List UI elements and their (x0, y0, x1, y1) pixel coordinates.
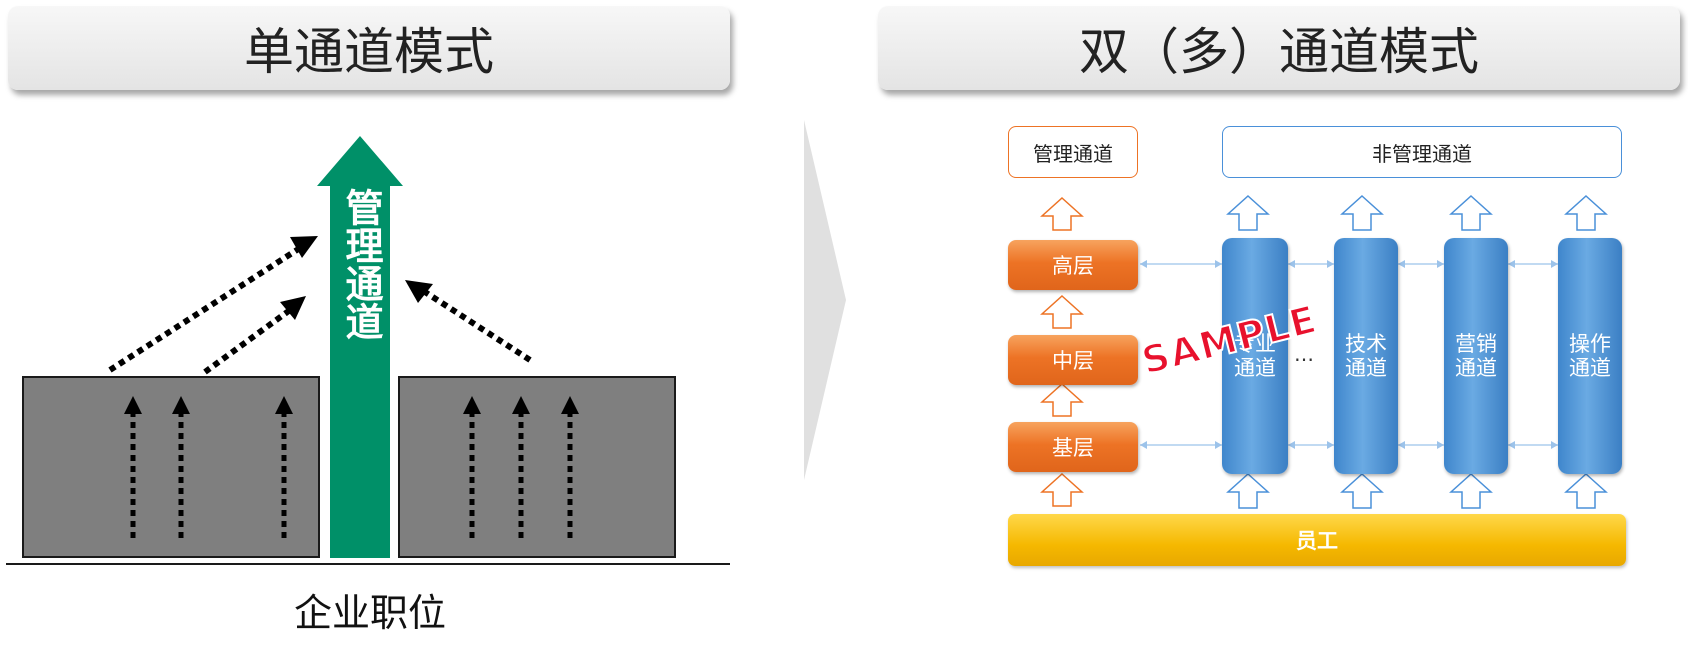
blue-up-arrow (1226, 194, 1270, 231)
blue-up-arrow (1564, 194, 1608, 231)
non-management-channel-text: 非管理通道 (1372, 141, 1472, 166)
channel-professional: 专业 通道 (1222, 238, 1288, 474)
orange-up-arrow (1040, 382, 1084, 417)
diagonal-arrowhead-2 (280, 296, 306, 320)
blue-up-arrow (1340, 194, 1384, 231)
diagonal-arrow-3 (423, 289, 532, 363)
level-base-label: 基层 (1052, 436, 1094, 460)
employee-label: 员工 (1296, 529, 1338, 553)
level-base: 基层 (1008, 422, 1138, 472)
channel-label-line1: 专业 (1234, 332, 1276, 356)
left-position-block (22, 376, 320, 558)
single-channel-title-text: 单通道模式 (244, 23, 494, 81)
vertical-arrowhead (172, 396, 190, 414)
channel-label-line2: 通道 (1569, 356, 1611, 380)
blue-up-arrow (1226, 472, 1270, 509)
blue-up-arrow (1564, 472, 1608, 509)
channel-label-line2: 通道 (1345, 356, 1387, 380)
channel-operation: 操作 通道 (1558, 238, 1622, 474)
vertical-arrowhead (512, 396, 530, 414)
channel-label-line1: 营销 (1455, 332, 1497, 356)
enterprise-position-label: 企业职位 (293, 591, 446, 635)
multi-channel-title-text: 双（多）通道模式 (1079, 23, 1479, 81)
diagonal-arrowhead-1 (290, 236, 318, 258)
employee-base-bar: 员工 (1008, 514, 1626, 566)
management-channel-label: 管理通道 (339, 188, 383, 340)
diagonal-arrow-1 (108, 245, 302, 373)
right-position-block (398, 376, 676, 558)
ellipsis: … (1294, 342, 1314, 366)
transition-chevron (804, 120, 846, 480)
vertical-arrowhead (561, 396, 579, 414)
baseline (6, 563, 730, 565)
diagonal-arrowhead-3 (405, 280, 433, 303)
vertical-arrowhead (275, 396, 293, 414)
management-channel-box: 管理通道 (1008, 126, 1138, 178)
channel-label-line2: 通道 (1455, 356, 1497, 380)
single-channel-diagram (108, 136, 579, 558)
management-channel-text: 管理通道 (1033, 141, 1113, 166)
channel-technical: 技术 通道 (1334, 238, 1398, 474)
vertical-arrowhead (124, 396, 142, 414)
blue-up-arrow (1449, 194, 1493, 231)
orange-up-arrow (1040, 472, 1084, 507)
blue-up-arrow (1340, 472, 1384, 509)
channel-label-line1: 技术 (1345, 332, 1387, 356)
level-senior: 高层 (1008, 240, 1138, 290)
channel-marketing: 营销 通道 (1444, 238, 1508, 474)
channel-label-line1: 操作 (1569, 332, 1611, 356)
level-middle: 中层 (1008, 335, 1138, 385)
vertical-arrowhead (463, 396, 481, 414)
channel-label-line2: 通道 (1234, 356, 1276, 380)
orange-up-arrow (1040, 196, 1084, 231)
orange-up-arrow (1040, 294, 1084, 329)
management-channel-arrow (317, 136, 403, 558)
multi-channel-title: 双（多）通道模式 (878, 6, 1680, 90)
level-middle-label: 中层 (1052, 349, 1094, 373)
level-senior-label: 高层 (1052, 254, 1094, 278)
single-channel-title: 单通道模式 (8, 6, 730, 90)
non-management-channel-box: 非管理通道 (1222, 126, 1622, 178)
blue-up-arrow (1449, 472, 1493, 509)
